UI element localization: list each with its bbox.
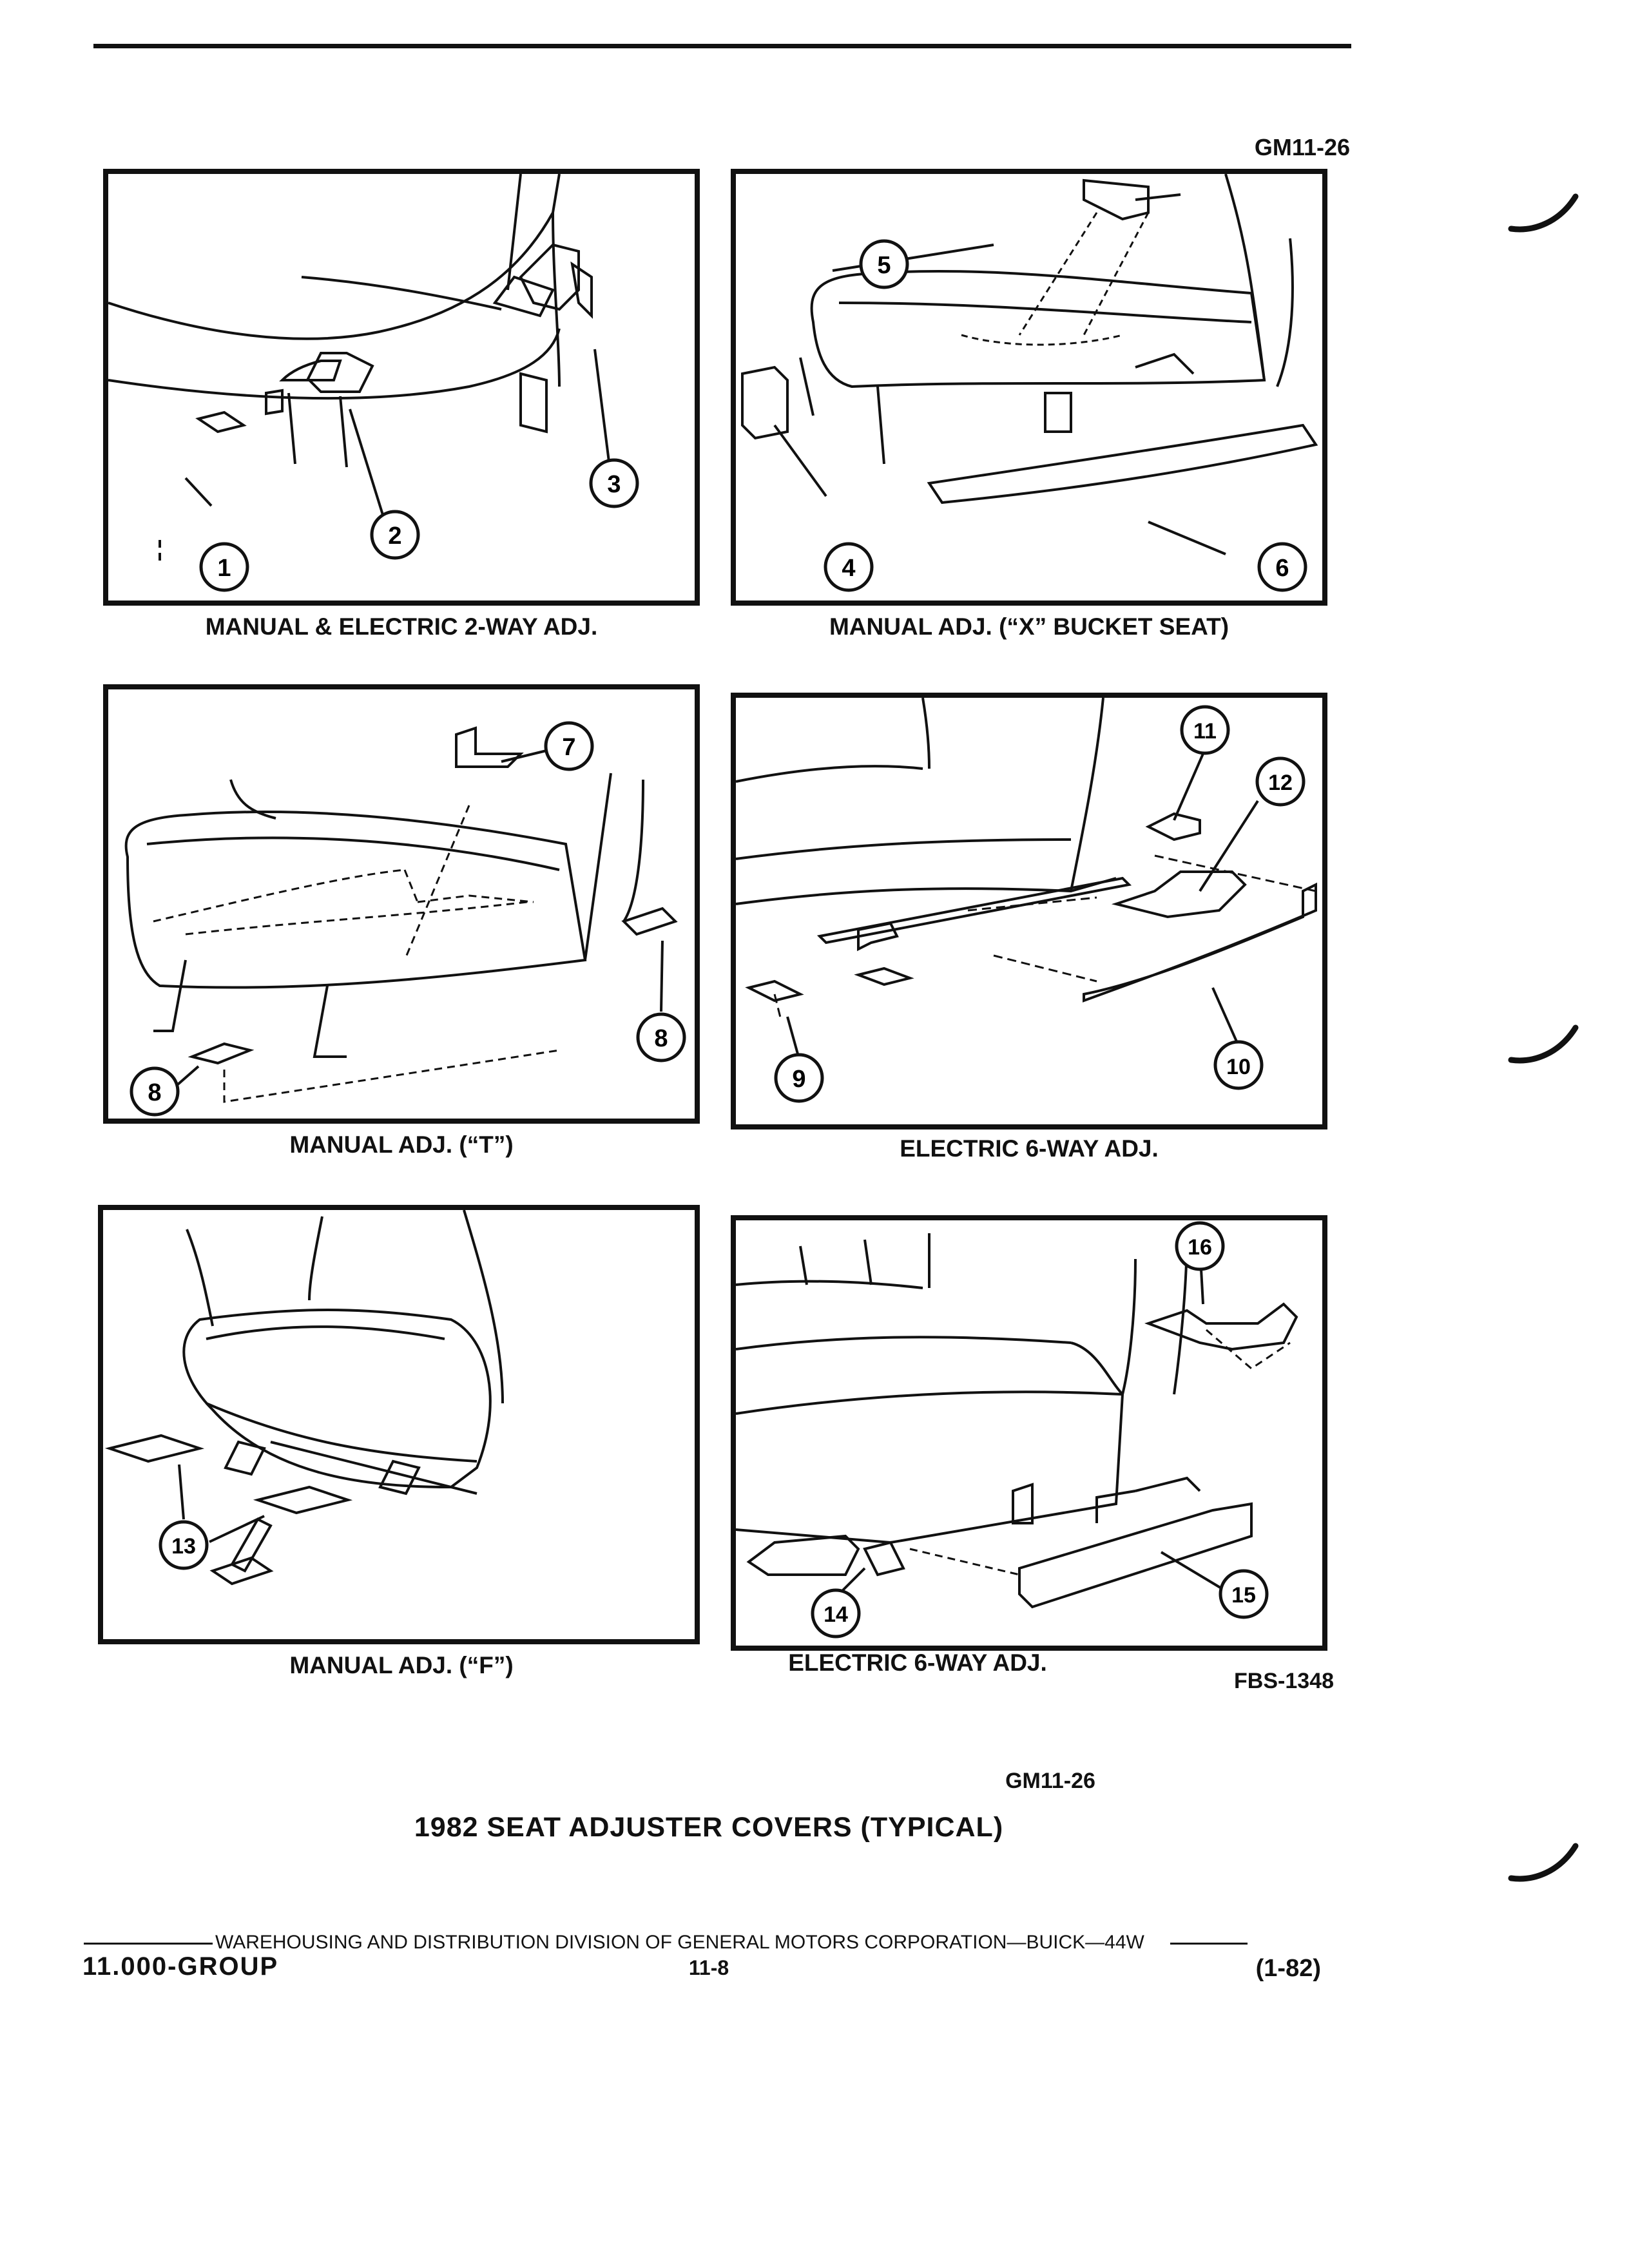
- panel-caption: MANUAL & ELECTRIC 2-WAY ADJ.: [205, 613, 598, 640]
- callout-4: 4: [824, 542, 874, 592]
- header-reference: GM11-26: [1254, 134, 1350, 160]
- callout-label: 16: [1188, 1235, 1212, 1260]
- leader-line: [184, 477, 213, 507]
- callout-6: 6: [1257, 542, 1307, 592]
- callout-11: 11: [1180, 705, 1230, 755]
- callout-label: 10: [1226, 1055, 1251, 1079]
- figure-code: FBS-1348: [1234, 1669, 1334, 1693]
- panel-manual-electric-2way: 1 2 3: [103, 169, 700, 606]
- leader-line: [209, 1515, 265, 1543]
- callout-10: 10: [1213, 1040, 1264, 1090]
- callout-label: 8: [148, 1079, 161, 1106]
- callout-label: 4: [842, 555, 855, 582]
- leader-line: [660, 940, 664, 1012]
- callout-label: 7: [562, 734, 575, 761]
- footer-publisher: WAREHOUSING AND DISTRIBUTION DIVISION OF…: [215, 1932, 1144, 1953]
- footer-date: (1-82): [1255, 1955, 1321, 1982]
- seat-illustration-t: 7 8 8: [124, 721, 686, 1117]
- leader-line: [178, 1464, 185, 1520]
- callout-1: 1: [199, 542, 249, 592]
- callout-label: 11: [1193, 719, 1217, 744]
- callout-label: 9: [792, 1066, 805, 1093]
- panel-caption: MANUAL ADJ. (“X” BUCKET SEAT): [829, 613, 1229, 640]
- panel-caption: MANUAL ADJ. (“T”): [289, 1131, 514, 1158]
- callout-7: 7: [544, 721, 594, 771]
- seat-illustration-f: 13: [104, 1210, 504, 1586]
- binder-mark-icon: [1508, 1843, 1579, 1882]
- leader-line: [1148, 521, 1226, 555]
- panel-caption: ELECTRIC 6-WAY ADJ.: [900, 1135, 1159, 1162]
- panel-caption: MANUAL ADJ. (“F”): [289, 1652, 514, 1678]
- footer-publisher-line: WAREHOUSING AND DISTRIBUTION DIVISION OF…: [84, 1932, 1347, 1954]
- callout-label: 12: [1268, 771, 1293, 795]
- panel-electric-6way-a: 9 10 11 12: [731, 693, 1327, 1129]
- callout-15: 15: [1219, 1569, 1269, 1619]
- seat-illustration-2way: 1 2 3: [108, 174, 639, 592]
- callout-label: 6: [1275, 555, 1289, 582]
- leader-line: [832, 244, 994, 272]
- callout-12: 12: [1255, 756, 1306, 807]
- footer-group: 11.000-GROUP: [82, 1952, 279, 1981]
- footer-page-number: 11-8: [688, 1956, 729, 1979]
- binder-mark-icon: [1508, 193, 1579, 233]
- seat-illustration-x-bucket: 4 5 6: [741, 174, 1318, 592]
- callout-label: 15: [1231, 1583, 1256, 1608]
- panel-electric-6way-b: 14 15 16: [731, 1215, 1327, 1651]
- callout-8-right: 8: [636, 1012, 686, 1062]
- top-rule: [93, 44, 1351, 48]
- panel-caption: ELECTRIC 6-WAY ADJ.: [788, 1649, 1047, 1676]
- callout-label: 13: [171, 1534, 196, 1559]
- leader-line: [501, 749, 547, 763]
- callout-14: 14: [811, 1588, 861, 1639]
- callout-13: 13: [159, 1520, 209, 1570]
- callout-label: 14: [824, 1602, 848, 1627]
- callout-2: 2: [370, 510, 420, 560]
- leader-line: [1199, 800, 1259, 892]
- callout-label: 1: [217, 555, 231, 582]
- callout-16: 16: [1175, 1221, 1225, 1271]
- leader-line: [773, 424, 827, 497]
- leader-line: [1160, 1551, 1227, 1592]
- callout-label: 3: [607, 471, 621, 498]
- figure-title: 1982 SEAT ADJUSTER COVERS (TYPICAL): [414, 1812, 1004, 1843]
- callout-9: 9: [774, 1053, 824, 1103]
- leader-line: [1173, 749, 1206, 821]
- callout-8-left: 8: [130, 1066, 180, 1117]
- footer-dash-left: [84, 1942, 213, 1945]
- seat-illustration-6way-b: 14 15 16: [736, 1221, 1298, 1639]
- figure-reference: GM11-26: [1005, 1769, 1095, 1793]
- callout-label: 8: [654, 1025, 668, 1052]
- callout-label: 2: [388, 523, 401, 550]
- callout-5: 5: [859, 239, 909, 289]
- panel-manual-x-bucket-seat: 4 5 6: [731, 169, 1327, 606]
- panel-manual-f: 13: [98, 1205, 700, 1644]
- leader-line: [786, 1016, 800, 1059]
- footer-dash-right: [1170, 1942, 1248, 1945]
- callout-3: 3: [589, 458, 639, 508]
- leader-line: [1211, 987, 1240, 1046]
- panel-manual-t: 7 8 8: [103, 684, 700, 1124]
- callout-label: 5: [877, 252, 891, 279]
- binder-mark-icon: [1508, 1024, 1579, 1064]
- seat-illustration-6way-a: 9 10 11 12: [736, 698, 1317, 1103]
